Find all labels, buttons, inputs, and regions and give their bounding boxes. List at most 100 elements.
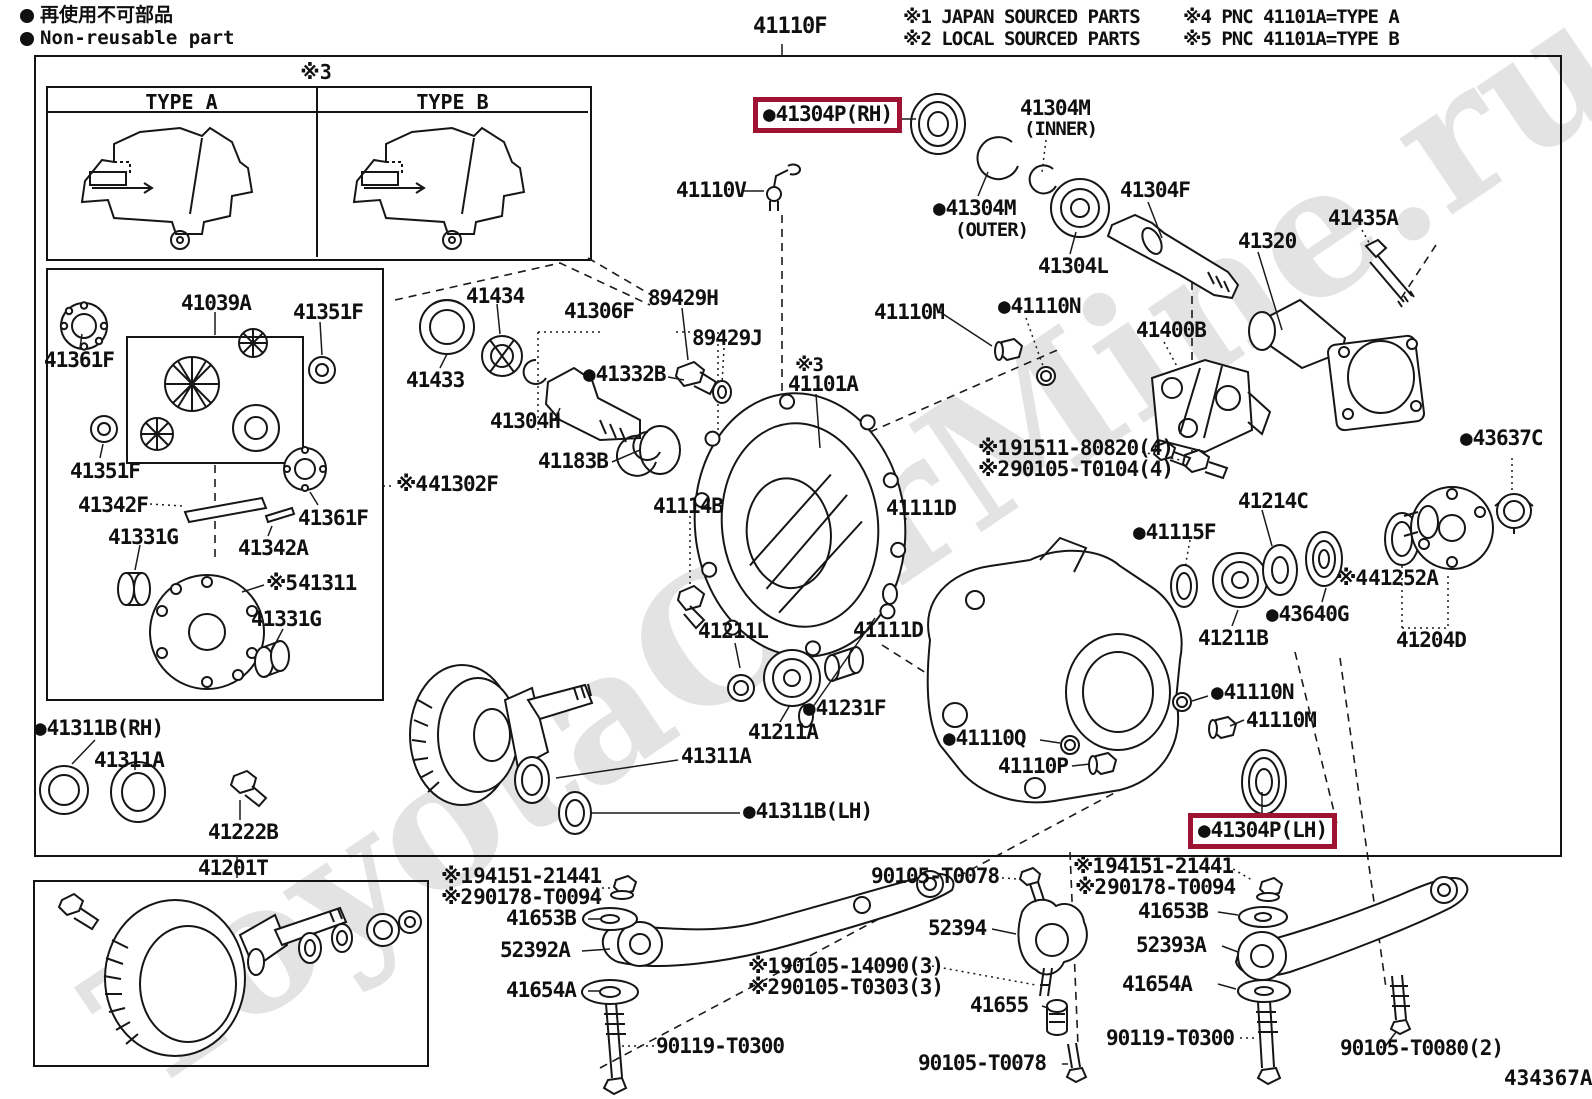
non-reusable-dot-icon: ● — [34, 716, 47, 740]
part-label: 41304M — [1020, 96, 1091, 120]
note-pnc-type-b: ※5 PNC 41101A=TYPE B — [1183, 28, 1400, 50]
part-number-text: 90119-T0300 — [656, 1034, 785, 1058]
part-label: 90105-T0080(2) — [1340, 1038, 1504, 1059]
part-number-text: 41111D — [886, 496, 957, 520]
part-number-text: 41211B — [1198, 626, 1269, 650]
part-label: ●41304M — [933, 196, 1017, 220]
part-label: 41351F — [70, 459, 141, 483]
part-number-text: 41211L — [698, 619, 769, 643]
part-number-text: 90105-T0104(4) — [1010, 457, 1174, 481]
part-label: (OUTER) — [955, 219, 1029, 241]
part-number-text: 41110M — [1246, 708, 1317, 732]
non-reusable-dot-icon: ● — [1133, 520, 1146, 544]
part-number-text: 41110N — [1010, 294, 1082, 318]
part-label: 41435A — [1328, 206, 1399, 230]
part-label: ●41231F — [803, 696, 887, 720]
part-number-text: 41433 — [406, 368, 465, 392]
source-note-mark: ※2 — [978, 457, 1010, 481]
part-label: 52392A — [500, 940, 571, 961]
legend-jp-text: 再使用不可部品 — [40, 4, 174, 26]
part-number-text: 43640G — [1278, 602, 1350, 626]
part-label: ※290178-T0094 — [1075, 877, 1236, 898]
part-number-text: 41434 — [466, 284, 525, 308]
final-gear-kit-frame — [33, 880, 429, 1067]
part-label: 41201T — [198, 858, 269, 879]
part-label: 41211A — [748, 720, 819, 744]
non-reusable-dot-icon: ● — [803, 696, 816, 720]
highlighted-part-label: ●41304P(LH) — [1188, 813, 1338, 849]
part-label: 52393A — [1136, 935, 1207, 956]
part-label: 41433 — [406, 368, 465, 392]
part-label: ●43637C — [1460, 428, 1544, 449]
source-note-mark: ※1 — [1073, 854, 1105, 878]
note-local-sourced: ※2 LOCAL SOURCED PARTS — [903, 28, 1141, 50]
non-reusable-dot-icon: ● — [998, 294, 1011, 318]
part-label: 41331G — [251, 609, 322, 630]
non-reusable-dot-icon: ● — [763, 102, 776, 126]
part-label: 41361F — [298, 508, 369, 529]
part-number-text: 52394 — [928, 916, 987, 940]
figure-code: 434367A — [1504, 1066, 1592, 1090]
part-label: 41320 — [1238, 229, 1297, 253]
part-label: 41400B — [1136, 320, 1207, 341]
part-number-text: 41110P — [998, 754, 1069, 778]
part-number-text: 41115F — [1145, 520, 1217, 544]
part-label: 41211B — [1198, 626, 1269, 650]
part-label: ※194151-21441 — [1073, 854, 1234, 878]
part-label: 41111D — [853, 620, 924, 641]
part-number-text: 41304M — [1020, 96, 1091, 120]
part-label: 41311A — [681, 744, 752, 768]
part-label: 41342F — [78, 495, 149, 516]
source-note-mark: ※1 — [748, 954, 780, 978]
part-number-text: 41231F — [815, 696, 887, 720]
part-number-text: 41252A — [1368, 566, 1439, 590]
part-number-text: 41435A — [1328, 206, 1399, 230]
part-label: 41222B — [208, 822, 279, 843]
part-number-text: 41655 — [970, 993, 1029, 1017]
source-note-mark: ※1 — [978, 436, 1010, 460]
part-label: 41114B — [653, 496, 724, 517]
inset-type-b-header: TYPE B — [416, 90, 489, 114]
part-number-text: 41351F — [70, 459, 141, 483]
part-label: ●41115F — [1133, 520, 1217, 544]
type-inset-frame — [46, 86, 592, 261]
part-label: 41654A — [1122, 974, 1193, 995]
part-label: 41655 — [970, 993, 1029, 1017]
inset-note-ref: ※3 — [300, 60, 332, 84]
part-label: 41211L — [698, 619, 769, 643]
non-reusable-dot-icon: ● — [933, 196, 946, 220]
part-label: 90119-T0300 — [656, 1034, 785, 1058]
part-label: 41101A — [788, 374, 859, 395]
part-label: ※190105-14090(3) — [748, 954, 944, 978]
part-label: 52394 — [928, 916, 987, 940]
part-number-text: 41304P(LH) — [1210, 818, 1328, 842]
part-number-text: 41320 — [1238, 229, 1297, 253]
part-label: 90105-T0078 — [918, 1051, 1047, 1075]
part-number-text: 41311A — [681, 744, 752, 768]
part-label: 41110M — [1246, 708, 1317, 732]
part-label: 41653B — [506, 908, 577, 929]
part-number-text: 90105-T0078 — [871, 864, 1000, 888]
non-reusable-dot-icon: ● — [743, 799, 756, 823]
part-number-text: ※3 — [795, 354, 824, 376]
part-number-text: 41311A — [94, 748, 165, 772]
part-number-text: 90119-T0300 — [1106, 1026, 1235, 1050]
source-note-mark: ※4 — [1336, 566, 1368, 590]
source-note-mark: ※5 — [266, 571, 298, 595]
part-number-text: (INNER) — [1024, 118, 1098, 140]
part-label: ●41110Q — [943, 728, 1027, 749]
part-number-text: 41654A — [506, 978, 577, 1002]
part-number-text: 90178-T0094 — [473, 885, 602, 909]
main-diagram-frame — [34, 55, 1562, 857]
non-reusable-dot-icon: ● — [1211, 680, 1224, 704]
legend-non-reusable-jp: 再使用不可部品 — [20, 6, 173, 25]
part-label: 41183B — [538, 449, 609, 473]
part-number-text: (OUTER) — [955, 219, 1029, 241]
part-label: 41110P — [998, 754, 1069, 778]
part-label: 41434 — [466, 284, 525, 308]
part-number-text: 41183B — [538, 449, 609, 473]
part-number-text: 90105-T0078 — [918, 1051, 1047, 1075]
part-number-text: 41211A — [748, 720, 819, 744]
part-label: ●41311B(LH) — [743, 799, 873, 823]
